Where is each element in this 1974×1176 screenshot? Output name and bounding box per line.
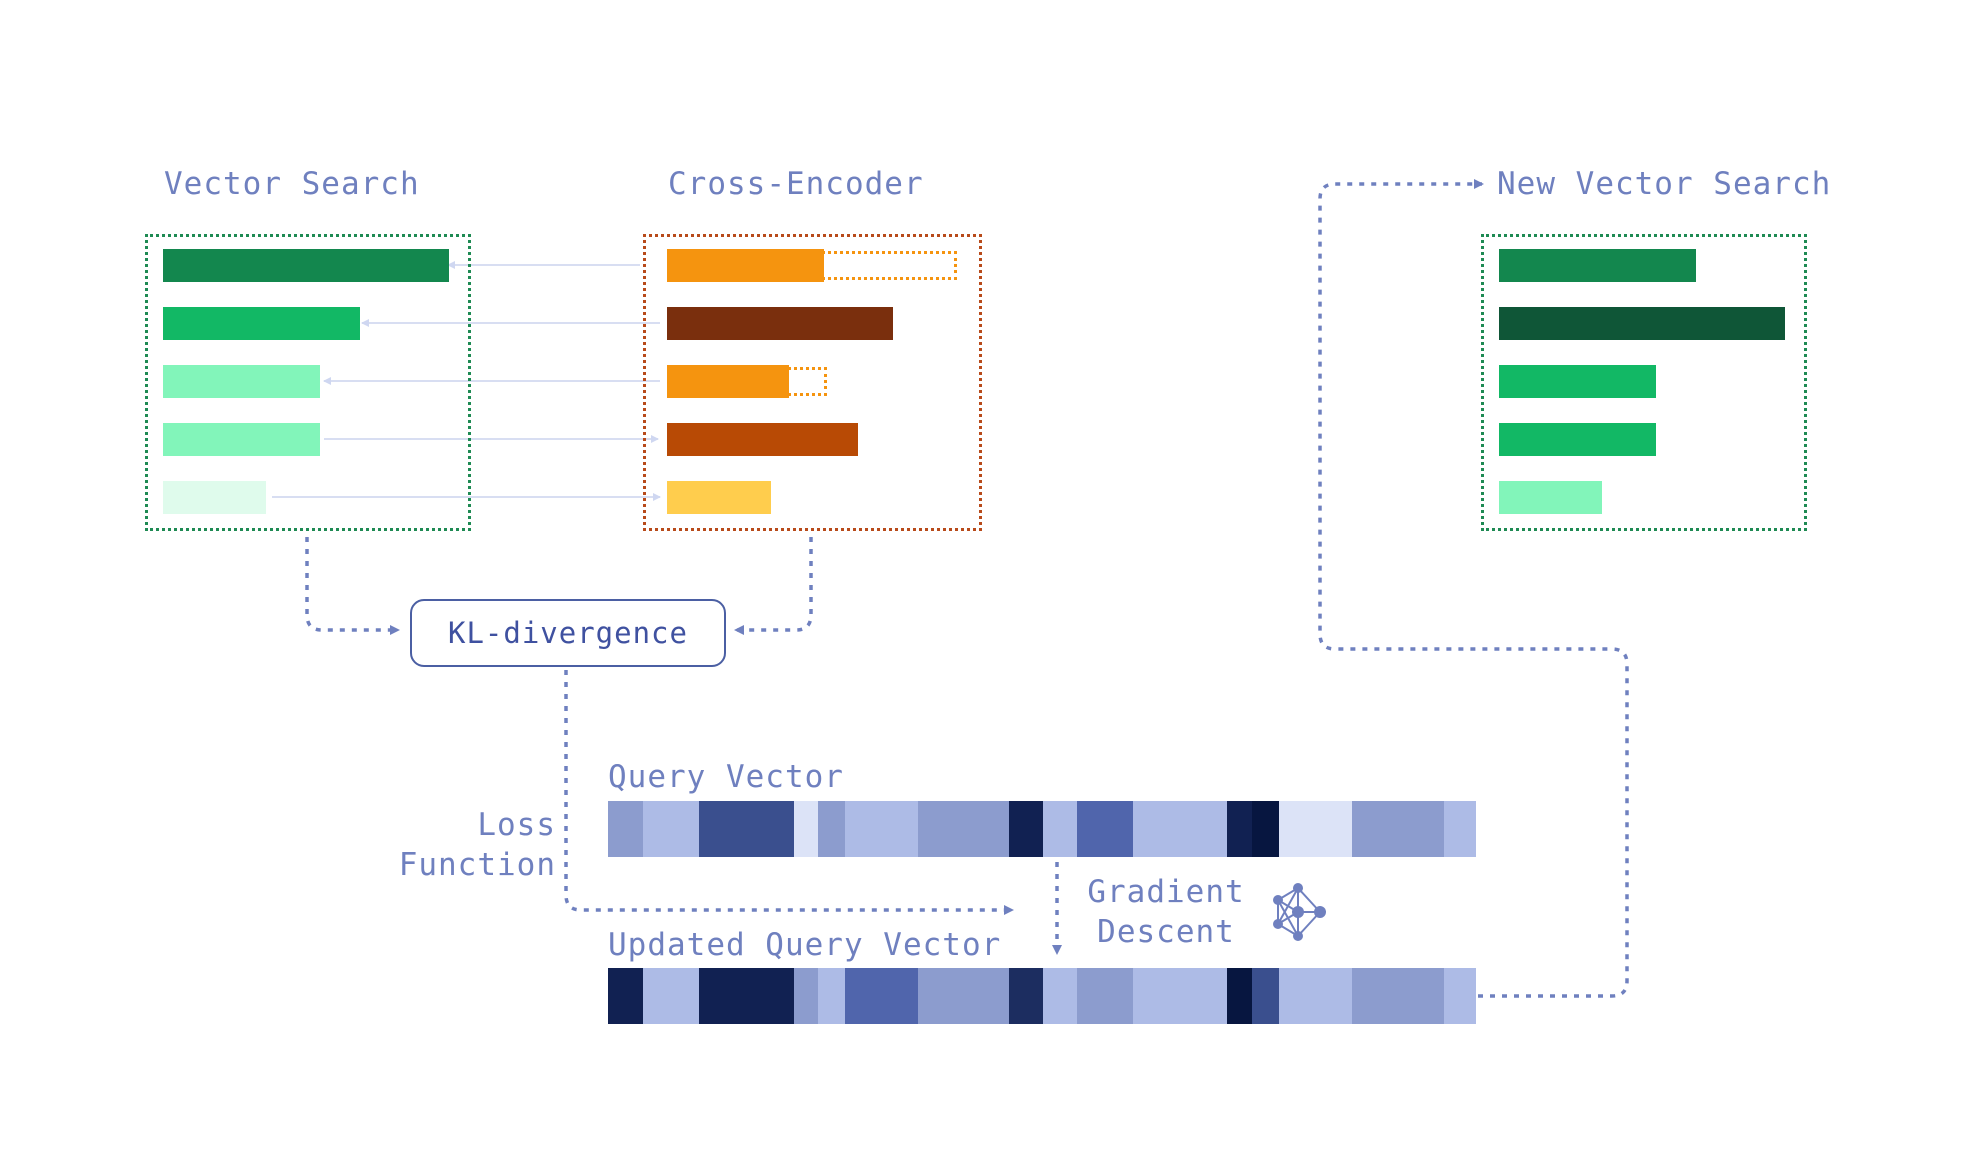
vector-search-box <box>145 234 471 531</box>
updated-query-vector-cell-16 <box>1444 968 1476 1024</box>
vector-search-bar-4 <box>163 423 320 456</box>
query-vector-cell-16 <box>1444 801 1476 857</box>
cross-encoder-bar-1 <box>667 249 824 282</box>
new-vector-search-bar-4 <box>1499 423 1656 456</box>
vector-search-bar-2 <box>163 307 360 340</box>
updated-query-vector-title: Updated Query Vector <box>608 927 1002 963</box>
updated-query-vector-cell-8 <box>1009 968 1043 1024</box>
updated-query-vector-cell-9 <box>1043 968 1077 1024</box>
updated-query-vector-cell-2 <box>643 968 699 1024</box>
kl-divergence-label: KL-divergence <box>448 616 688 650</box>
new-vector-search-box <box>1481 234 1807 531</box>
neural-network-icon <box>1273 883 1326 941</box>
gradient-label-line1: Gradient <box>1087 874 1245 910</box>
updated-query-vector <box>608 968 1476 1024</box>
kl-divergence-node: KL-divergence <box>410 599 726 667</box>
arrow-to-new-vector-search <box>1318 179 1629 998</box>
new-vector-search-bar-3 <box>1499 365 1656 398</box>
vector-search-title: Vector Search <box>164 166 420 202</box>
updated-query-vector-cell-3 <box>699 968 794 1024</box>
arrow-cross-encoder-to-kl <box>734 537 813 635</box>
loss-label-line1: Loss <box>477 807 556 843</box>
new-vector-search-title: New Vector Search <box>1497 166 1832 202</box>
query-vector-cell-12 <box>1227 801 1252 857</box>
updated-query-vector-cell-10 <box>1077 968 1133 1024</box>
updated-query-vector-cell-1 <box>608 968 643 1024</box>
arrow-vector-search-to-kl <box>305 537 400 635</box>
updated-query-vector-cell-4 <box>794 968 818 1024</box>
cross-encoder-bar-5 <box>667 481 771 514</box>
updated-query-vector-cell-12 <box>1227 968 1252 1024</box>
updated-query-vector-cell-13 <box>1252 968 1279 1024</box>
cross-encoder-bar-3 <box>667 365 789 398</box>
updated-query-vector-cell-7 <box>918 968 1009 1024</box>
query-vector-title: Query Vector <box>608 759 844 795</box>
gradient-label-line2: Descent <box>1097 914 1235 950</box>
updated-query-vector-cell-6 <box>845 968 918 1024</box>
vector-search-bar-3 <box>163 365 320 398</box>
query-vector-cell-11 <box>1133 801 1227 857</box>
query-vector-cell-5 <box>818 801 845 857</box>
rank-connectors <box>272 261 661 501</box>
cross-encoder-bar-2 <box>667 307 893 340</box>
query-vector-cell-3 <box>699 801 794 857</box>
query-vector-cell-15 <box>1352 801 1444 857</box>
vector-search-bar-1 <box>163 249 449 282</box>
query-vector-cell-13 <box>1252 801 1279 857</box>
cross-encoder-bar-4 <box>667 423 858 456</box>
new-vector-search-bar-1 <box>1499 249 1696 282</box>
query-vector <box>608 801 1476 857</box>
updated-query-vector-cell-11 <box>1133 968 1227 1024</box>
query-vector-cell-10 <box>1077 801 1133 857</box>
updated-query-vector-cell-14 <box>1279 968 1352 1024</box>
updated-query-vector-cell-15 <box>1352 968 1444 1024</box>
query-vector-cell-4 <box>794 801 818 857</box>
query-vector-cell-2 <box>643 801 699 857</box>
cross-encoder-box <box>643 234 982 531</box>
query-vector-cell-9 <box>1043 801 1077 857</box>
new-vector-search-bar-2 <box>1499 307 1785 340</box>
loss-label-line2: Function <box>398 847 556 883</box>
query-vector-cell-6 <box>845 801 918 857</box>
loss-function-label: Loss Function <box>380 805 556 885</box>
cross-encoder-title: Cross-Encoder <box>668 166 924 202</box>
vector-search-bar-5 <box>163 481 266 514</box>
query-vector-cell-14 <box>1279 801 1352 857</box>
query-vector-cell-1 <box>608 801 643 857</box>
query-vector-cell-7 <box>918 801 1009 857</box>
gradient-descent-label: Gradient Descent <box>1080 872 1252 952</box>
query-vector-cell-8 <box>1009 801 1043 857</box>
updated-query-vector-cell-5 <box>818 968 845 1024</box>
new-vector-search-bar-5 <box>1499 481 1602 514</box>
